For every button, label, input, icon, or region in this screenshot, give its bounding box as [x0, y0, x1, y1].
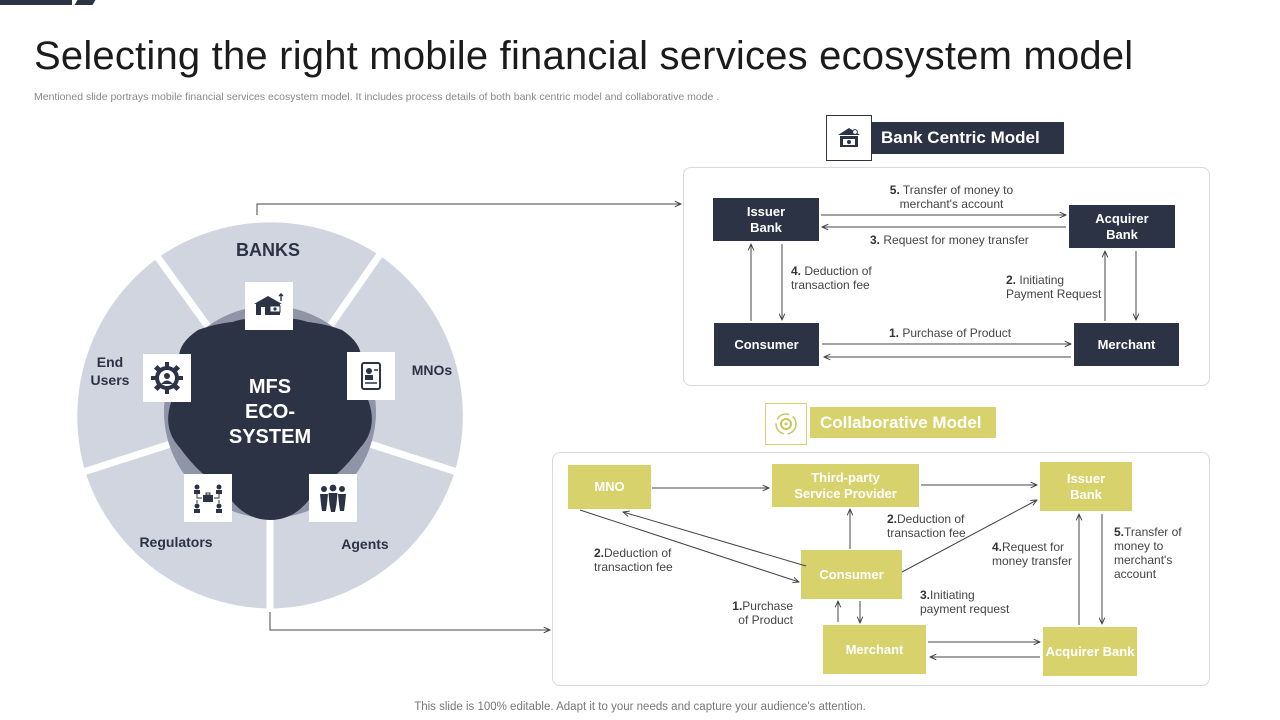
cm-transfer-label: 5.Transfer of money to merchant's accoun…: [1114, 525, 1182, 581]
footer-note: This slide is 100% editable. Adapt it to…: [414, 701, 866, 713]
house-money-icon: [245, 282, 293, 330]
bc-step5-label: 5. Transfer of money to merchant's accou…: [889, 183, 1014, 211]
gear-cycle-icon: [765, 403, 807, 445]
bc-step3-label: 3. Request for money transfer: [870, 233, 1029, 247]
bc-merchant: Merchant: [1074, 323, 1179, 366]
cm-merchant: Merchant: [823, 625, 926, 674]
bank-icon: [826, 115, 872, 161]
people-briefcase-icon: [184, 474, 232, 522]
bc-step4-label: 4. Deduction of transaction fee: [791, 264, 872, 292]
user-gear-icon: [143, 354, 191, 402]
cm-initiating-label: 3.Initiating payment request: [920, 588, 1010, 616]
cm-consumer: Consumer: [801, 550, 902, 599]
page-title: Selecting the right mobile financial ser…: [34, 34, 1134, 78]
center-title: MFS ECO- SYSTEM: [228, 376, 312, 448]
label-agents: Agents: [341, 536, 389, 552]
label-mnos: MNOs: [411, 362, 453, 378]
agents-group-icon: [309, 474, 357, 522]
top-accent-bar: [0, 0, 72, 5]
label-regulators: Regulators: [139, 534, 213, 550]
cm-mno: MNO: [568, 465, 651, 509]
bc-step1-label: 1. Purchase of Product: [889, 326, 1012, 340]
connector-to-bank-centric: [256, 204, 681, 215]
cm-acquirer-bank: Acquirer Bank: [1043, 627, 1137, 676]
connector-to-collaborative: [269, 612, 550, 630]
page-subtitle: Mentioned slide portrays mobile financia…: [34, 91, 720, 103]
cm-left-fee-label: 2.Deduction of transaction fee: [594, 546, 673, 574]
cm-purchase-label: 1.Purchase of Product: [732, 599, 793, 627]
id-card-icon: [347, 352, 395, 400]
bc-consumer: Consumer: [714, 323, 819, 366]
collaborative-header: Collaborative Model: [810, 407, 996, 438]
cm-request-label: 4.Request for money transfer: [992, 540, 1073, 568]
label-banks: BANKS: [235, 240, 300, 260]
bank-centric-header: Bank Centric Model: [871, 122, 1064, 154]
cm-mid-fee-label: 2.Deduction of transaction fee: [887, 512, 966, 540]
bc-step2-label: 2. Initiating Payment Request: [1006, 273, 1102, 301]
label-end-users: End Users: [90, 354, 130, 388]
